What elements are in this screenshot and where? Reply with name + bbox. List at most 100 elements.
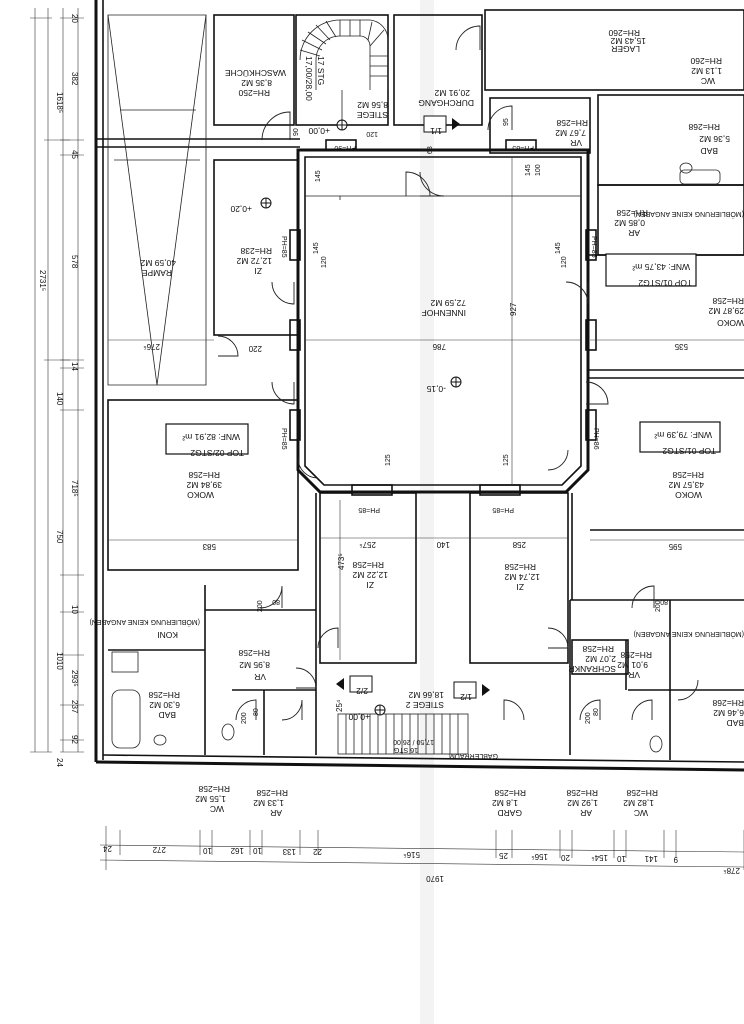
waschkueche-rh: RH=250 — [238, 88, 270, 98]
ph-86: PH=86 — [592, 428, 599, 450]
dim-473: 473⁵ — [337, 553, 346, 570]
top01-upper-wnf: WNF: 43,75 m² — [632, 262, 690, 272]
level-left: +0,20 — [230, 204, 252, 214]
stiege2-name: STIEGE 2 — [405, 700, 444, 710]
wc-right-rh: RH=258 — [626, 788, 658, 798]
dim-bottom-10c: 10 — [617, 854, 626, 863]
vr-top-area: 7,67 M2 — [555, 128, 586, 138]
wc-top-name: WC — [701, 76, 715, 86]
dim-bottom-141: 141 — [644, 854, 658, 863]
schrankr-area: 2,07 M2 — [585, 654, 616, 664]
dim-left-92: 92 — [70, 735, 79, 744]
waschkueche-area: 8,35 M2 — [241, 78, 272, 88]
ar-right-name: AR — [580, 808, 592, 818]
top01-upper-label: TOP 01/STG2 — [638, 278, 692, 288]
innenhof-name: INNENHOF — [422, 308, 466, 318]
door-dim-120: 120 — [366, 130, 378, 137]
koni-right-note: (MÖBLIERUNG KEINE ANGABEN) — [634, 630, 744, 638]
lager-area: 15,43 M2 — [610, 36, 646, 46]
dim-583: 583 — [202, 542, 216, 551]
dim-left-382: 382 — [70, 72, 79, 86]
level-court: -0,15 — [426, 384, 446, 394]
vr-top-name: VR — [570, 138, 582, 148]
ph-85-mid-right: PH=85 — [492, 506, 514, 513]
stiege-area: 8,56 M2 — [357, 100, 388, 110]
section-markers: 1/1 2/2 1/2 — [336, 115, 490, 702]
doors — [217, 25, 699, 721]
dim-bottom-516: 516⁵ — [403, 850, 420, 859]
koni-left-name: KONI — [157, 630, 178, 640]
bottom-dimension-chain: 24 272 10 162 10 133 22 516⁵ 25 156⁵ 20 … — [99, 826, 744, 883]
windows — [289, 139, 597, 496]
ar-right-area: 1,92 M2 — [567, 798, 598, 808]
dim-90: 90 — [293, 128, 300, 136]
lower-left-rooms — [108, 162, 721, 755]
zi-mid-right-name: ZI — [516, 582, 524, 592]
koni-left-note: (MÖBLIERUNG KEINE ANGABEN) — [90, 618, 200, 626]
door-dim-200-a: 200 — [257, 600, 264, 612]
vr-left-area: 8,95 M2 — [239, 660, 270, 670]
level-stair2: +0,00 — [348, 712, 370, 722]
vr-right-rh: RH=258 — [620, 650, 652, 660]
stiege2-steps2: 17,50 / 26,00 — [393, 738, 434, 745]
zi-left-name: ZI — [254, 266, 262, 276]
schrankr-rh: RH=258 — [582, 644, 614, 654]
dim-left-750: 750 — [55, 530, 64, 544]
zi-mid-left-rh: RH=258 — [352, 560, 384, 570]
woko-right-area: 43,57 M2 — [668, 480, 704, 490]
left-dimension-chain: 20 382 1618⁵ 45 578 14 140 2731⁵ 718⁵ 75… — [30, 8, 84, 767]
paper-fold — [420, 0, 434, 1024]
innenhof-walls — [296, 148, 590, 494]
dim-bottom-22: 22 — [313, 847, 322, 856]
door-dim-80-c: 80 — [253, 708, 260, 716]
door-dim-80-b: 80 — [660, 598, 668, 605]
dim-bottom-9: 9 — [673, 855, 678, 864]
durchgang-area: 20,91 M2 — [434, 88, 470, 98]
woko-left-rh: RH=258 — [188, 470, 220, 480]
koni-top-note: (MÖBLIERUNG KEINE ANGABEN) — [634, 210, 744, 218]
marker-1-1: 1/1 — [430, 126, 442, 136]
dim-220: 220 — [248, 344, 262, 353]
durchgang-name: DURCHGANG — [418, 98, 474, 108]
dim-bottom-154: 154⁵ — [591, 853, 608, 862]
dim-595: 595 — [668, 542, 682, 551]
dim-120-b: 120 — [561, 256, 568, 268]
dim-535: 535 — [674, 342, 688, 351]
dim-100: 100 — [535, 164, 542, 176]
dim-145-a: 145 — [313, 242, 320, 254]
door-dim-200-c: 200 — [241, 712, 248, 724]
stair1-dims: 17,00/28,00 — [304, 56, 314, 101]
top02-wnf: WNF: 82,91 m² — [182, 432, 240, 442]
wc-top-rh: RH=260 — [690, 56, 722, 66]
dim-left-24: 24 — [55, 758, 64, 767]
dim-bottom-133: 133 — [282, 847, 296, 856]
woko-left-area: 39,84 M2 — [186, 480, 222, 490]
ph-85-left: PH=85 — [280, 236, 287, 258]
woko-right-name: WOKO — [675, 490, 702, 500]
woko-right-rh: RH=258 — [672, 470, 704, 480]
level-markers — [260, 119, 462, 716]
dim-145-b: 145 — [555, 242, 562, 254]
dim-bottom-162: 162 — [230, 846, 244, 855]
dim-left-10: 10 — [70, 605, 79, 614]
upper-left-block — [107, 14, 389, 571]
zi-mid-left-name: ZI — [366, 580, 374, 590]
waschkueche-name: WASCHKÜCHE — [225, 68, 286, 78]
vr-left-name: VR — [254, 672, 266, 682]
dim-left-718: 718⁵ — [70, 480, 79, 497]
dim-bottom-278: 278⁵ — [723, 866, 740, 875]
woko-left-name: WOKO — [187, 490, 214, 500]
zi-mid-right-rh: RH=258 — [504, 562, 536, 572]
zi-left-rh: RH=238 — [240, 246, 272, 256]
ph-85-top: PH=85 — [512, 144, 534, 151]
dim-125-b: 125 — [503, 454, 510, 466]
stair1-steps: 17 STG — [316, 56, 326, 85]
bad-left-rh: RH=258 — [148, 690, 180, 700]
marker-2-2: 2/2 — [356, 686, 368, 696]
bad-left-area: 6,30 M2 — [149, 700, 180, 710]
lager-name: LAGER — [611, 44, 640, 54]
dim-276: 276⁵ — [143, 342, 160, 351]
bad-right-name: BAD — [727, 718, 744, 728]
schrankr-name: SCHRANKR — [568, 664, 616, 674]
